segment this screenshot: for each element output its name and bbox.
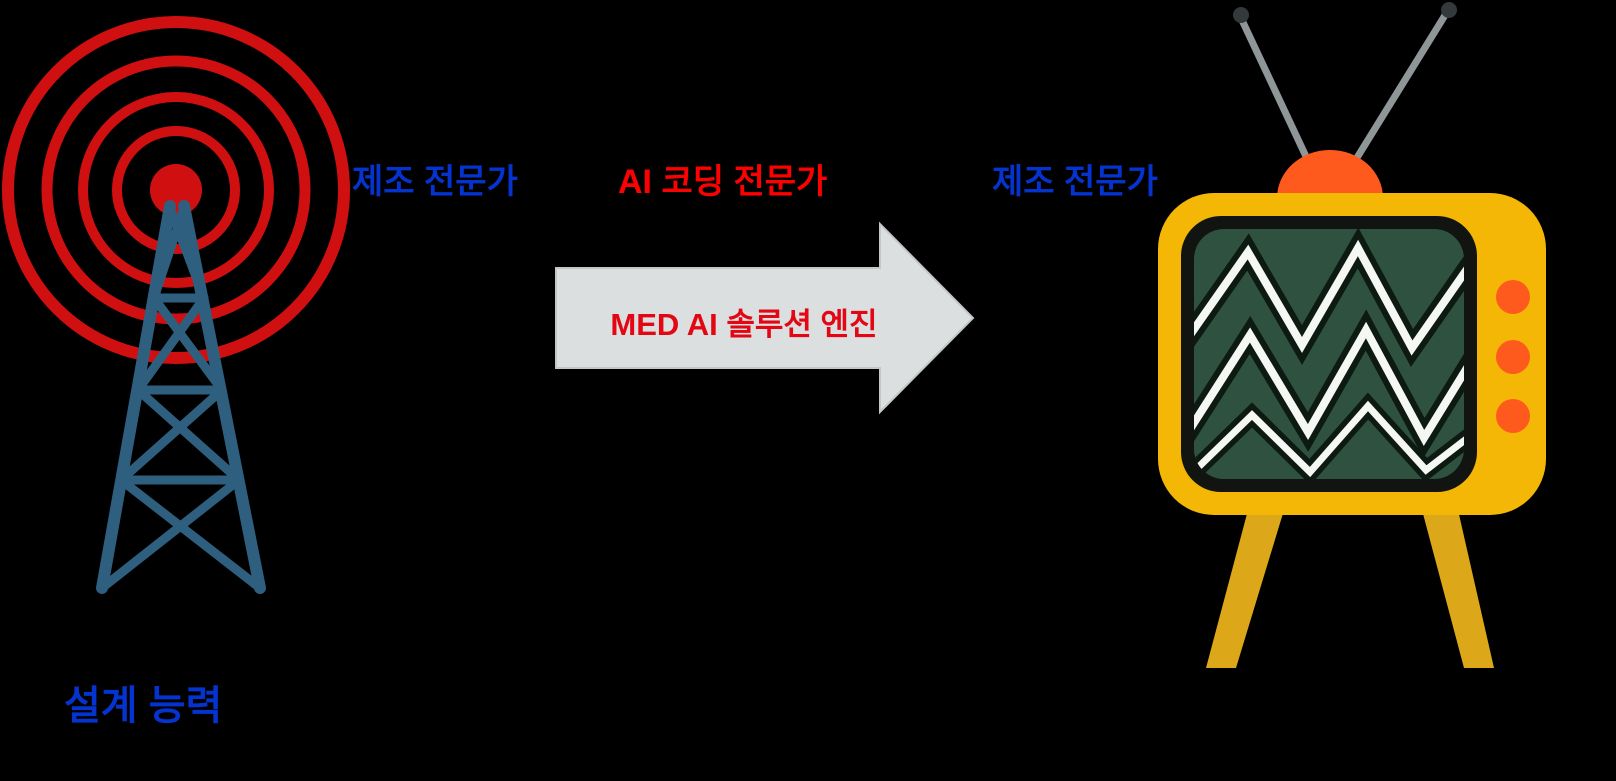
arrow-right-shape bbox=[555, 221, 975, 415]
label-design-capability: 설계 능력 bbox=[64, 684, 223, 728]
tv-knob-2 bbox=[1496, 340, 1530, 374]
tv-leg-left bbox=[1206, 510, 1284, 668]
tv-static-zigzag bbox=[1194, 229, 1464, 479]
label-med-ai-solution-engine: MED AI 솔루션 엔진 bbox=[610, 307, 878, 342]
label-ai-coding-expert: AI 코딩 전문가 bbox=[618, 163, 828, 201]
tv-antenna-icon bbox=[1237, 10, 1450, 184]
label-manufacturing-expert-right: 제조 전문가 bbox=[992, 163, 1158, 201]
antenna-tip-right bbox=[1441, 2, 1457, 18]
signal-source-dot bbox=[150, 164, 202, 216]
signal-waves-icon bbox=[2, 16, 350, 364]
label-manufacturing-expert-left: 제조 전문가 bbox=[352, 163, 518, 201]
tv-knob-3 bbox=[1496, 399, 1530, 433]
tv-leg-right bbox=[1422, 510, 1494, 668]
tower-lattice bbox=[96, 200, 266, 594]
tv-knob-1 bbox=[1496, 280, 1530, 314]
tv-icon bbox=[1158, 2, 1546, 668]
tv-top-dome bbox=[1277, 150, 1383, 198]
antenna-tip-left bbox=[1233, 7, 1249, 23]
tv-knobs bbox=[1496, 280, 1530, 433]
radio-tower-icon bbox=[2, 16, 350, 594]
